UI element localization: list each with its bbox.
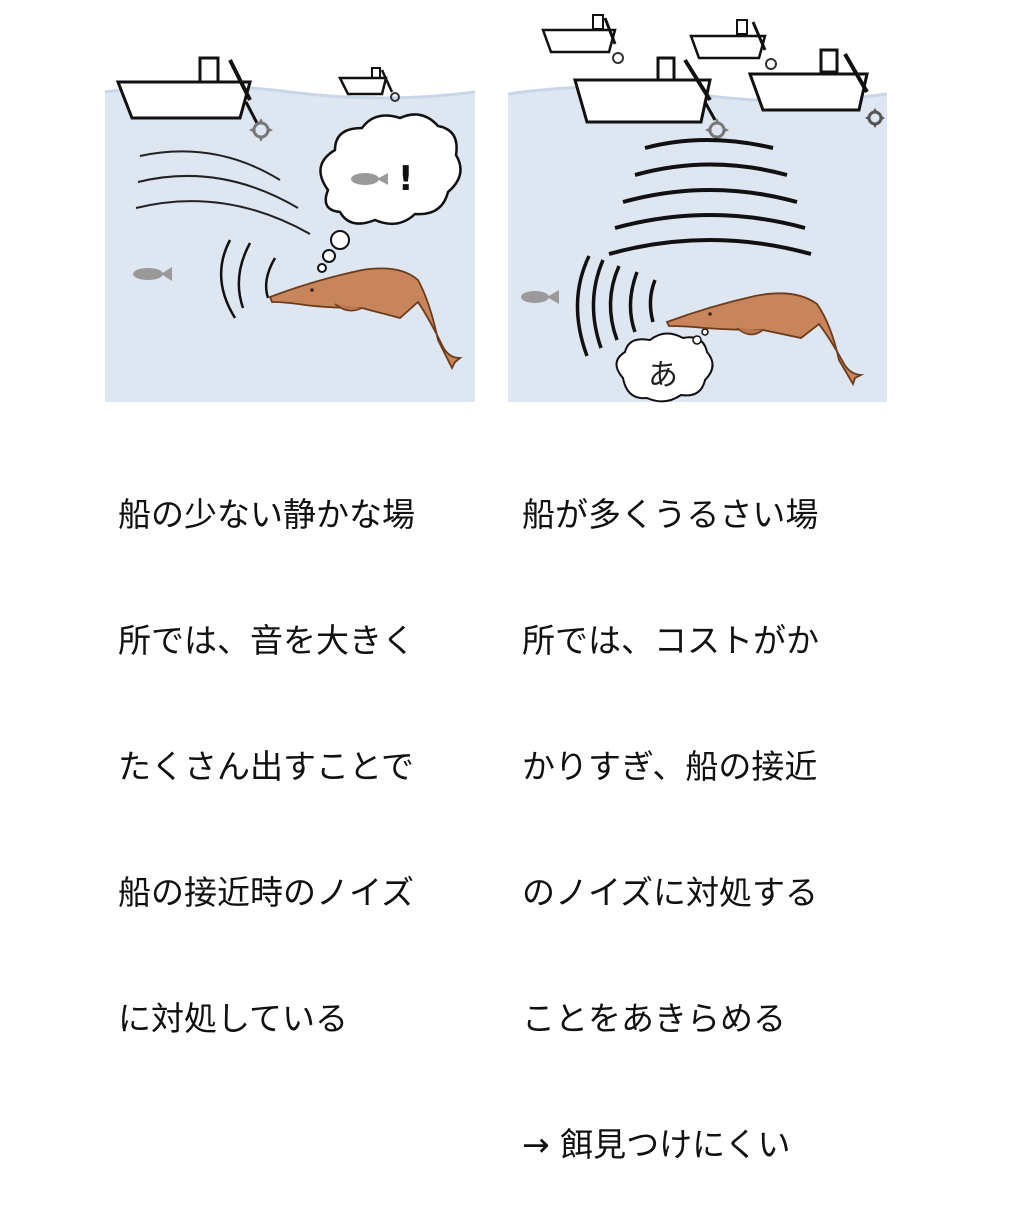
boat-icon: [689, 19, 777, 70]
propeller-icon: [249, 118, 273, 142]
echolocation-waves: [219, 239, 277, 319]
right-caption: 船が多くうるさい場 所では、コストがか かりすぎ、船の接近 のノイズに対処する …: [522, 410, 819, 1208]
boat-icon: [573, 56, 717, 124]
propeller-icon: [705, 118, 729, 142]
boat-icon: [747, 48, 869, 112]
caption-line: 所では、音を大きく: [118, 621, 415, 660]
caption-line: 船が多くうるさい場: [522, 495, 819, 534]
caption-line: に対処している: [118, 999, 349, 1038]
thought-bubble: !: [317, 113, 462, 273]
caption-line: かりすぎ、船の接近: [522, 747, 818, 786]
caption-line: のノイズに対処する: [522, 873, 819, 912]
fish-icon: [351, 173, 388, 185]
echolocation-waves: [575, 255, 657, 357]
quiet-river-illustration: !: [104, 56, 476, 402]
caption-line: たくさん出すことで: [118, 747, 415, 786]
caption-line: 船の少ない静かな場: [118, 495, 415, 534]
caption-line: 船の接近時のノイズ: [118, 873, 415, 912]
thought-scribble: あ: [648, 358, 678, 393]
exclamation-mark: !: [398, 159, 414, 199]
boat-noise-waves: [608, 138, 812, 256]
boat-icon: [541, 14, 624, 64]
fish-icon: [521, 290, 559, 304]
fish-icon: [133, 267, 172, 281]
noisy-river-illustration: あ: [507, 14, 888, 403]
caption-line: → 餌見つけにくい: [522, 1125, 791, 1164]
thought-bubble: あ: [615, 323, 714, 403]
boat-icon: [115, 56, 260, 126]
river-dolphin-icon: [268, 267, 463, 371]
left-caption: 船の少ない静かな場 所では、音を大きく たくさん出すことで 船の接近時のノイズ …: [118, 410, 415, 1082]
propeller-icon: [865, 108, 885, 128]
boat-noise-waves: [135, 150, 311, 235]
caption-line: 所では、コストがか: [522, 621, 819, 660]
caption-line: ことをあきらめる: [522, 999, 786, 1038]
river-dolphin-icon: [665, 292, 865, 387]
distant-boat-icon: [337, 67, 400, 102]
